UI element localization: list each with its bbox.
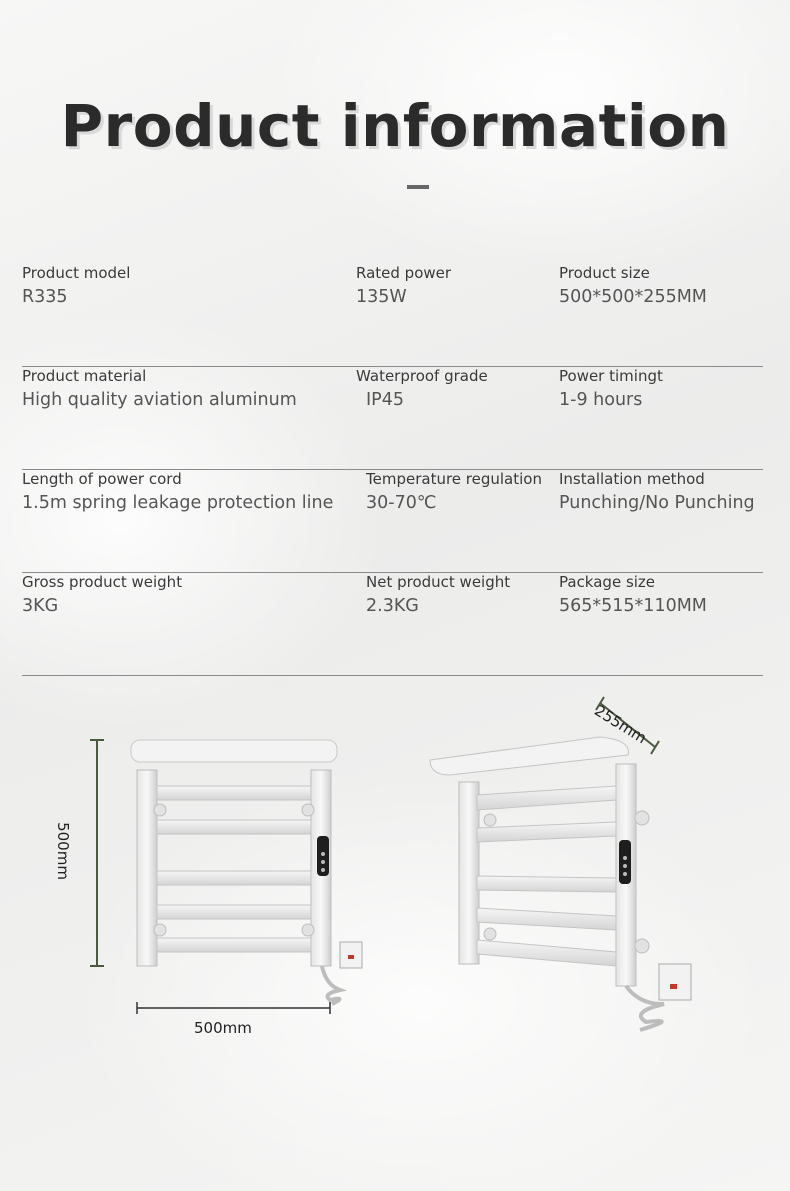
spec-cell: Gross product weight 3KG — [22, 573, 182, 616]
spec-value: High quality aviation aluminum — [22, 390, 297, 410]
spec-value: IP45 — [366, 390, 404, 410]
spec-label: Rated power — [356, 264, 452, 282]
spec-cell: Rated power 135W — [356, 264, 451, 307]
spec-value: 30-70℃ — [366, 493, 437, 513]
width-dimension-label: 500mm — [194, 1019, 252, 1037]
spec-row: Gross product weight 3KG Net product wei… — [22, 573, 763, 676]
spec-value: 2.3KG — [366, 596, 419, 616]
spec-cell: Power timingt 1-9 hours — [559, 367, 663, 410]
spec-row: Product material High quality aviation a… — [22, 367, 763, 470]
spec-value: 1-9 hours — [559, 390, 643, 410]
spec-label: Package size — [559, 573, 656, 591]
spec-cell: Waterproof grade IP45 — [356, 367, 488, 410]
spec-value: 1.5m spring leakage protection line — [22, 493, 334, 513]
spec-cell: Length of power cord 1.5m spring leakage… — [22, 470, 333, 513]
spec-cell: Net product weight 2.3KG — [366, 573, 510, 616]
spec-label: Gross product weight — [22, 573, 183, 591]
angled-view-rack — [429, 736, 692, 1032]
spec-cell: Installation method Punching/No Punching — [559, 470, 755, 513]
height-dimension-label: 500mm — [53, 822, 72, 880]
spec-label: Product model — [22, 264, 131, 282]
spec-label: Installation method — [559, 470, 705, 488]
title-divider — [407, 185, 429, 189]
spec-label: Waterproof grade — [356, 367, 488, 385]
spec-value: 500*500*255MM — [559, 287, 707, 307]
spec-cell: Package size 565*515*110MM — [559, 573, 707, 616]
spec-row: Length of power cord 1.5m spring leakage… — [22, 470, 763, 573]
spec-cell: Product size 500*500*255MM — [559, 264, 707, 307]
spec-value: R335 — [22, 287, 68, 307]
spec-cell: Product model R335 — [22, 264, 130, 307]
spec-label: Length of power cord — [22, 470, 182, 488]
spec-value: 135W — [356, 287, 407, 307]
spec-value: 3KG — [22, 596, 59, 616]
spec-value: 565*515*110MM — [559, 596, 707, 616]
spec-label: Product size — [559, 264, 650, 282]
spec-cell: Product material High quality aviation a… — [22, 367, 297, 410]
width-dimension-line — [136, 1002, 331, 1014]
page-title: Product information — [60, 92, 730, 160]
spec-row: Product model R335 Rated power 135W Prod… — [22, 264, 763, 367]
height-dimension-line — [90, 739, 104, 967]
spec-label: Net product weight — [366, 573, 511, 591]
spec-label: Power timingt — [559, 367, 663, 385]
spec-label: Product material — [22, 367, 147, 385]
spec-cell: Temperature regulation 30-70℃ — [366, 470, 542, 513]
spec-value: Punching/No Punching — [559, 493, 755, 513]
spec-label: Temperature regulation — [366, 470, 542, 488]
front-view-rack — [130, 739, 363, 1006]
depth-dimension-line — [595, 696, 660, 755]
